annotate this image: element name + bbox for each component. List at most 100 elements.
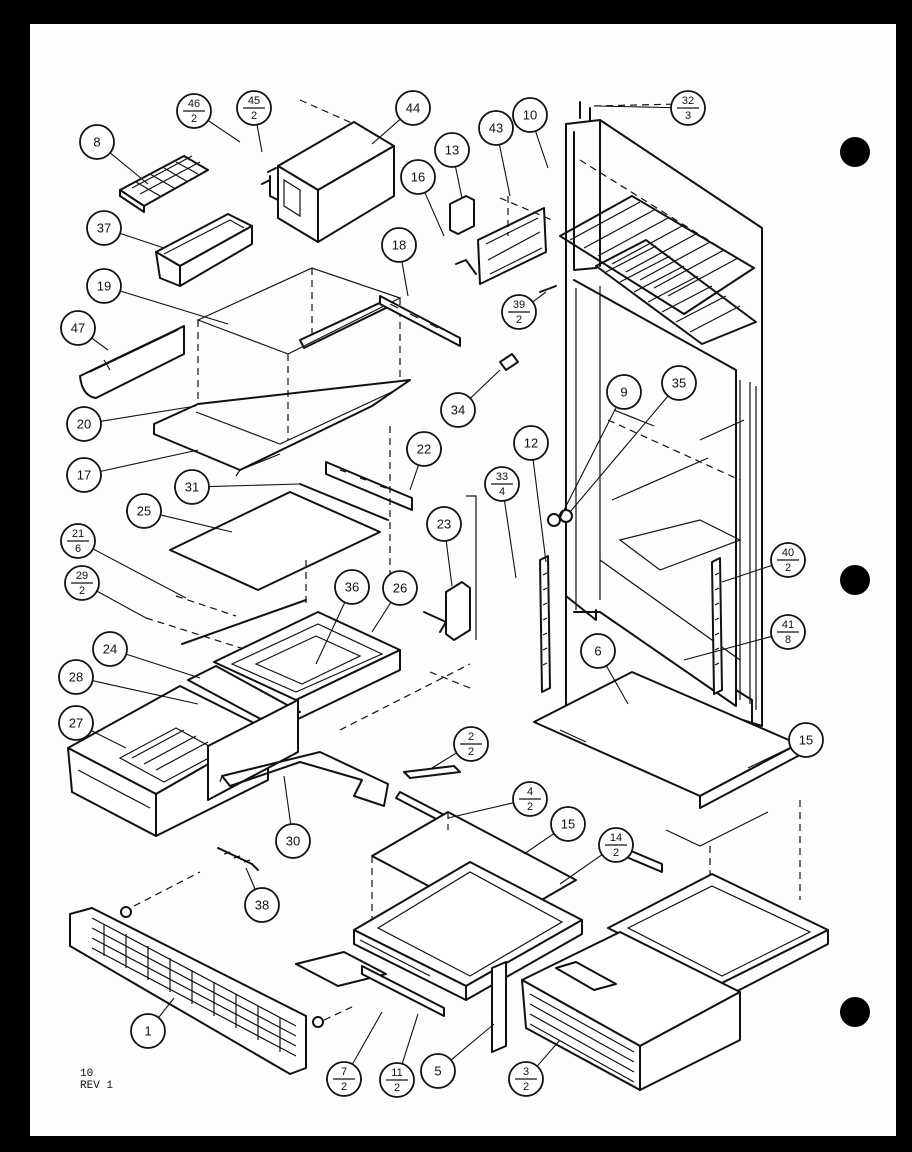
callout-circle: [66, 457, 102, 493]
callout-30: 30: [275, 775, 311, 859]
callout-part-number: 21: [72, 528, 84, 540]
callout-leader-line: [450, 1023, 495, 1061]
callout-circle: [434, 132, 470, 168]
callout-part-number: 19: [97, 279, 111, 294]
crisper-frame-30: [219, 751, 389, 807]
callout-part-number: 5: [434, 1064, 441, 1079]
callout-33-4: 334: [484, 466, 520, 579]
callout-leader-line: [747, 746, 791, 769]
callout-leader-line: [245, 867, 256, 890]
screw-39: [539, 285, 557, 293]
callout-part-number: 27: [69, 716, 83, 731]
callout-6: 6: [580, 633, 629, 705]
callout-40-2: 402: [721, 542, 806, 583]
callout-leader-line: [207, 120, 241, 143]
callout-quantity: 2: [191, 113, 197, 125]
callout-circle: [86, 268, 122, 304]
callout-quantity: 6: [75, 543, 81, 555]
callout-circle: [174, 469, 210, 505]
ice-maker-cover: [261, 99, 395, 243]
callout-part-number: 13: [445, 143, 459, 158]
callout-part-number: 18: [392, 238, 406, 253]
callout-circle: [406, 431, 442, 467]
callout-leader-line: [315, 602, 346, 665]
toe-grille: [69, 871, 355, 1075]
callout-part-number: 38: [255, 898, 269, 913]
callout-leader-line: [120, 290, 229, 325]
callout-leader-line: [683, 635, 772, 661]
callout-23: 23: [426, 506, 462, 587]
callout-35: 35: [569, 365, 697, 513]
freezer-shelf-rail: [379, 295, 461, 347]
callout-20: 20: [66, 405, 197, 442]
callout-part-number: 7: [341, 1066, 347, 1078]
crisper-drawer-right: [521, 800, 829, 1091]
callout-part-number: 24: [103, 642, 117, 657]
callout-leader-line: [351, 1011, 383, 1065]
callout-leader-line: [119, 232, 165, 249]
shelf-ladder-40: [711, 557, 723, 695]
slide-2: [403, 765, 461, 779]
callout-15: 15: [747, 722, 824, 769]
callout-part-number: 14: [610, 832, 622, 844]
callout-quantity: 2: [251, 110, 257, 122]
callout-leader-line: [92, 548, 187, 599]
callout-circle: [60, 310, 96, 346]
callout-36: 36: [315, 569, 370, 665]
callout-leader-line: [92, 680, 199, 705]
callout-leader-line: [534, 130, 549, 169]
callout-leader-line: [447, 802, 514, 819]
callout-circle: [58, 705, 94, 741]
rail-31: [299, 483, 389, 521]
callout-quantity: 2: [341, 1081, 347, 1093]
callout-part-number: 10: [523, 108, 537, 123]
callout-circle: [58, 659, 94, 695]
callout-quantity: 2: [468, 746, 474, 758]
callout-21-6: 216: [60, 523, 187, 599]
callout-part-number: 16: [411, 170, 425, 185]
callout-41-8: 418: [683, 614, 806, 661]
callout-part-number: 2: [468, 731, 474, 743]
callout-leader-line: [559, 406, 617, 519]
callout-circle: [86, 210, 122, 246]
callout-quantity: 8: [785, 634, 791, 646]
callout-leader-line: [401, 1013, 419, 1064]
callout-part-number: 4: [527, 786, 533, 798]
callout-leader-line: [424, 192, 445, 237]
callout-part-number: 47: [71, 321, 85, 336]
callout-8: 8: [79, 124, 149, 185]
binder-hole-middle: [840, 565, 870, 595]
callout-leader-line: [721, 564, 773, 583]
callout-leader-line: [498, 144, 511, 197]
callout-3-2: 32: [508, 1039, 561, 1097]
callout-18: 18: [381, 227, 417, 297]
shelf-bracket-23: [423, 495, 477, 641]
binder-holes: [840, 137, 870, 1027]
spring-38: [217, 847, 259, 871]
callout-part-number: 12: [524, 436, 538, 451]
callout-leader-line: [126, 653, 201, 679]
callout-circle: [244, 887, 280, 923]
callout-32-3: 323: [595, 90, 706, 126]
callout-leader-line: [431, 752, 457, 769]
callout-34: 34: [440, 369, 501, 428]
callout-quantity: 4: [499, 486, 505, 498]
callout-part-number: 36: [345, 580, 359, 595]
callout-part-number: 20: [77, 417, 91, 432]
callout-leader-line: [559, 854, 603, 885]
callout-leader-line: [409, 464, 420, 491]
callout-part-number: 8: [93, 135, 100, 150]
callout-quantity: 2: [785, 562, 791, 574]
meat-keeper-slides: [295, 951, 507, 1053]
callout-47: 47: [60, 310, 109, 351]
callout-leader-line: [256, 124, 263, 153]
callout-46-2: 462: [176, 93, 241, 143]
callout-circle: [395, 90, 431, 126]
callout-29-2: 292: [64, 565, 147, 619]
callout-quantity: 3: [685, 110, 691, 122]
freezer-shelf-assembly: [153, 267, 411, 477]
glass-shelf-25: [169, 426, 391, 608]
callout-leader-line: [160, 514, 233, 533]
callout-leader-line: [100, 449, 199, 472]
